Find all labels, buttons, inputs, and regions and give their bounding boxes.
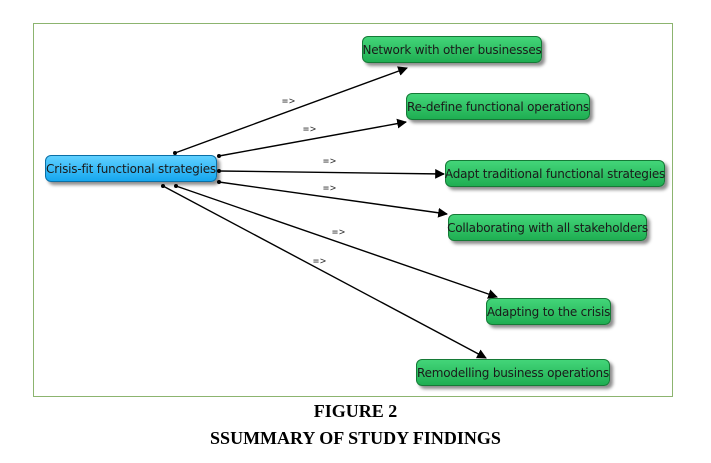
edge-label-2: => [323, 156, 337, 167]
child-node-label: Network with other businesses [362, 42, 542, 57]
root-node-label: Crisis-fit functional strategies [46, 161, 216, 176]
edge-arrow-2 [218, 168, 445, 179]
child-node-adapting-crisis: Adapting to the crisis [486, 298, 611, 325]
child-node-remodelling: Remodelling business operations [416, 359, 610, 386]
root-node: Crisis-fit functional strategies [45, 155, 217, 182]
edge-arrow-1 [218, 118, 407, 157]
figure-title: SSUMMARY OF STUDY FINDINGS [210, 428, 501, 448]
edge-arrow-3 [218, 181, 448, 218]
child-node-label: Adapting to the crisis [486, 304, 611, 319]
child-node-label: Remodelling business operations [416, 365, 610, 380]
child-node-collaborating: Collaborating with all stakeholders [447, 214, 648, 241]
child-node-redefine: Re-define functional operations [406, 93, 590, 120]
edge-origin-dot-1 [217, 154, 221, 158]
edge-label-5: => [313, 256, 327, 267]
diagram-frame [33, 23, 673, 397]
edge-origin-dot-3 [217, 180, 221, 184]
edge-arrow-0 [174, 66, 408, 154]
child-node-adapt-traditional: Adapt traditional functional strategies [445, 160, 665, 187]
edge-origin-dot-5 [161, 184, 165, 188]
edge-label-0: => [282, 96, 296, 107]
edge-arrow-5 [162, 185, 487, 359]
edge-arrow-4 [175, 185, 498, 299]
figure-number: FIGURE 2 [313, 401, 398, 421]
edge-origin-dot-2 [217, 169, 221, 173]
child-node-label: Collaborating with all stakeholders [447, 220, 648, 235]
edge-origin-dot-0 [173, 151, 177, 155]
child-node-label: Adapt traditional functional strategies [444, 166, 666, 181]
child-node-network: Network with other businesses [362, 36, 542, 63]
edge-label-4: => [332, 227, 346, 238]
child-node-label: Re-define functional operations [406, 99, 590, 114]
edge-origin-dot-4 [174, 184, 178, 188]
edge-label-3: => [323, 183, 337, 194]
edge-label-1: => [303, 124, 317, 135]
